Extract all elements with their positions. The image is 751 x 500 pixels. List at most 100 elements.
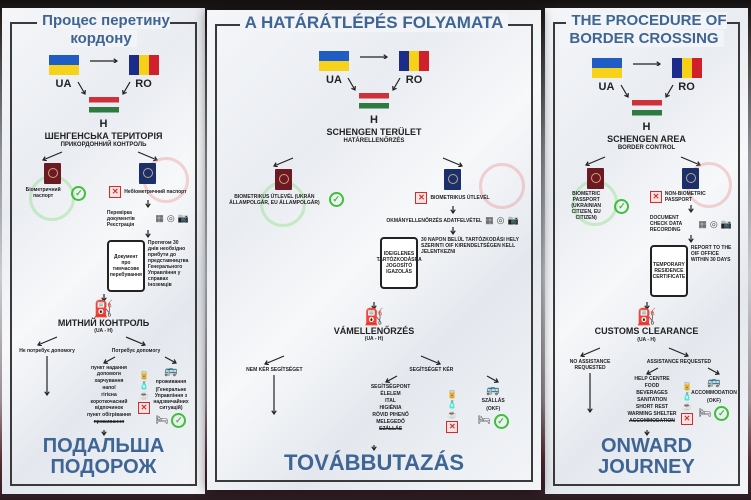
h-label: H xyxy=(99,117,108,130)
no-assistance-branch: NO ASSISTANCE REQUESTED xyxy=(561,347,619,414)
service-item: харчування xyxy=(94,378,124,385)
arrow-icon xyxy=(643,301,650,310)
romania-flag-icon xyxy=(671,57,702,78)
arrow-icon xyxy=(646,367,659,376)
ukraine-flag-icon xyxy=(48,54,79,75)
customs-booth-icon: ⛽ xyxy=(636,308,657,326)
arrow-icon xyxy=(100,429,107,436)
arrow-icon xyxy=(688,235,694,244)
fingerprint-icon: ◎ xyxy=(709,218,718,229)
poster-title-wrap: A HATÁRÁTLÉPÉS FOLYAMATA xyxy=(223,13,525,33)
service-item: WARMING SHELTER xyxy=(627,411,677,418)
service-item: FOOD xyxy=(644,383,660,390)
service-item: гігієна xyxy=(101,392,117,399)
rest-icon: ☕ xyxy=(681,402,692,412)
service-item: пункт обігрівання xyxy=(86,412,131,419)
h-label: H xyxy=(370,113,378,126)
shelter-bed-row: 🛏✓ xyxy=(699,406,730,422)
biometric-branch: Біометричний паспорт✓ xyxy=(18,151,87,221)
rest-icon: ☕ xyxy=(447,409,458,419)
assistance-label: ASSISTANCE REQUESTED xyxy=(646,359,712,366)
bus-icon: 🚌 xyxy=(707,376,721,389)
document-scan-icon: ▦ xyxy=(485,215,494,226)
ua-label: UA xyxy=(55,77,72,90)
arrow-icon xyxy=(347,77,356,91)
ro-label: RO xyxy=(678,80,695,93)
camera-icon: 📷 xyxy=(720,218,732,229)
service-item: HIGIÉNIA xyxy=(379,404,402,411)
accommodation-item-struck: проживання xyxy=(93,419,125,426)
service-item: SANITATION xyxy=(637,397,667,404)
accommodation-item-struck: ACCOMMODATION xyxy=(629,418,675,425)
help-point-label: пункт надання допомоги xyxy=(91,365,127,378)
biometric-row: BIOMETRIC PASSPORT (UKRAINIAN CITIZEN, E… xyxy=(561,191,630,222)
biometric-passport-label: Біометричний паспорт xyxy=(25,187,61,200)
shelter-column: 🚌проживання(Генеральне Управління з надз… xyxy=(153,356,189,429)
hungary-flag-icon xyxy=(631,99,662,120)
poster-title: THE PROCEDURE OF BORDER CROSSING xyxy=(566,12,727,47)
arrow-icon xyxy=(486,375,500,383)
cross-icon: ✕ xyxy=(415,192,428,205)
shelter-column: 🚌SZÁLLÁS(OKF)🛏✓ xyxy=(461,375,525,429)
service-item: ÉLELEM xyxy=(380,390,401,397)
shelter-label: проживання xyxy=(155,379,187,386)
accommodation-item-struck: SZÁLLÁS xyxy=(379,425,403,432)
ro-label: RO xyxy=(135,77,152,90)
shelter-check-icon: ✓ xyxy=(171,413,187,429)
arrow-icon xyxy=(580,347,601,358)
arrow-icon xyxy=(164,356,177,365)
temporary-document-icon: TEMPORARY RESIDENCE CERTIFICATE xyxy=(649,245,688,298)
shelter-sub-label: (OKF) xyxy=(707,398,721,405)
service-item: ITAL xyxy=(385,397,396,404)
customs-sub-label: (UA - H) xyxy=(364,336,384,343)
drink-icon: 🧴 xyxy=(681,392,692,402)
customs-sub-label: (UA - H) xyxy=(637,336,656,343)
shelter-sub-label: (Генеральне Управління з надзвичайних си… xyxy=(153,387,189,412)
bus-icon: 🚌 xyxy=(164,365,178,378)
customs-booth-icon: ⛽ xyxy=(93,300,114,318)
biometric-passport-icon xyxy=(43,162,61,184)
customs-label: МИТНИЙ КОНТРОЛЬ xyxy=(57,317,150,328)
fingerprint-icon: ◎ xyxy=(166,213,175,224)
arrow-icon xyxy=(449,227,456,236)
camera-icon: 📷 xyxy=(507,215,519,226)
check-icon: ✓ xyxy=(328,192,344,208)
non-biometric-passport-icon xyxy=(682,168,700,190)
check-icon: ✓ xyxy=(614,198,630,214)
service-item: напої xyxy=(102,385,116,392)
shelter-check-icon: ✓ xyxy=(493,413,509,429)
arrow-icon xyxy=(42,151,63,161)
customs-block: ⛽VÁMELLENŐRZÉS(UA - H) xyxy=(223,301,525,343)
customs-sub-label: (UA - H) xyxy=(94,328,113,335)
help-point-label: HELP CENTRE xyxy=(634,376,670,383)
document-note: Протягом 30 днів необхідно прибути до пр… xyxy=(147,239,189,288)
biometric-passport-icon xyxy=(586,168,604,190)
onward-label: ПОДАЛЬША ПОДОРОЖ xyxy=(42,434,165,478)
non-biometric-label: NON-BIOMETRIC PASSPORT xyxy=(664,191,706,204)
non-biometric-row: ✕NON-BIOMETRIC PASSPORT xyxy=(649,191,732,204)
assistance-branches: NO ASSISTANCE REQUESTED ASSISTANCE REQUES… xyxy=(561,347,737,426)
document-label: IDEIGLENES TARTÓZKODÁSRA JOGOSÍTÓ IGAZOL… xyxy=(376,251,422,276)
passport-branches: BIOMETRIC PASSPORT (UKRAINIAN CITIZEN, E… xyxy=(561,156,732,298)
assistance-label: Потребує допомогу xyxy=(111,348,161,355)
food-icon: 🥫 xyxy=(681,382,692,392)
customs-label: VÁMELLENŐRZÉS xyxy=(333,325,415,336)
no-assistance-label: NO ASSISTANCE REQUESTED xyxy=(569,359,611,372)
fingerprint-icon: ◎ xyxy=(496,215,505,226)
border-control-label: BORDER CONTROL xyxy=(617,144,676,151)
no-assistance-branch: NEM KÉR SEGÍTSÉGET xyxy=(223,355,326,415)
biometric-passport-label: BIOMETRIC PASSPORT (UKRAINIAN CITIZEN, E… xyxy=(571,191,602,222)
shelter-bed-row: 🛏✓ xyxy=(156,413,187,429)
schengen-label: SCHENGEN AREA xyxy=(607,133,686,144)
